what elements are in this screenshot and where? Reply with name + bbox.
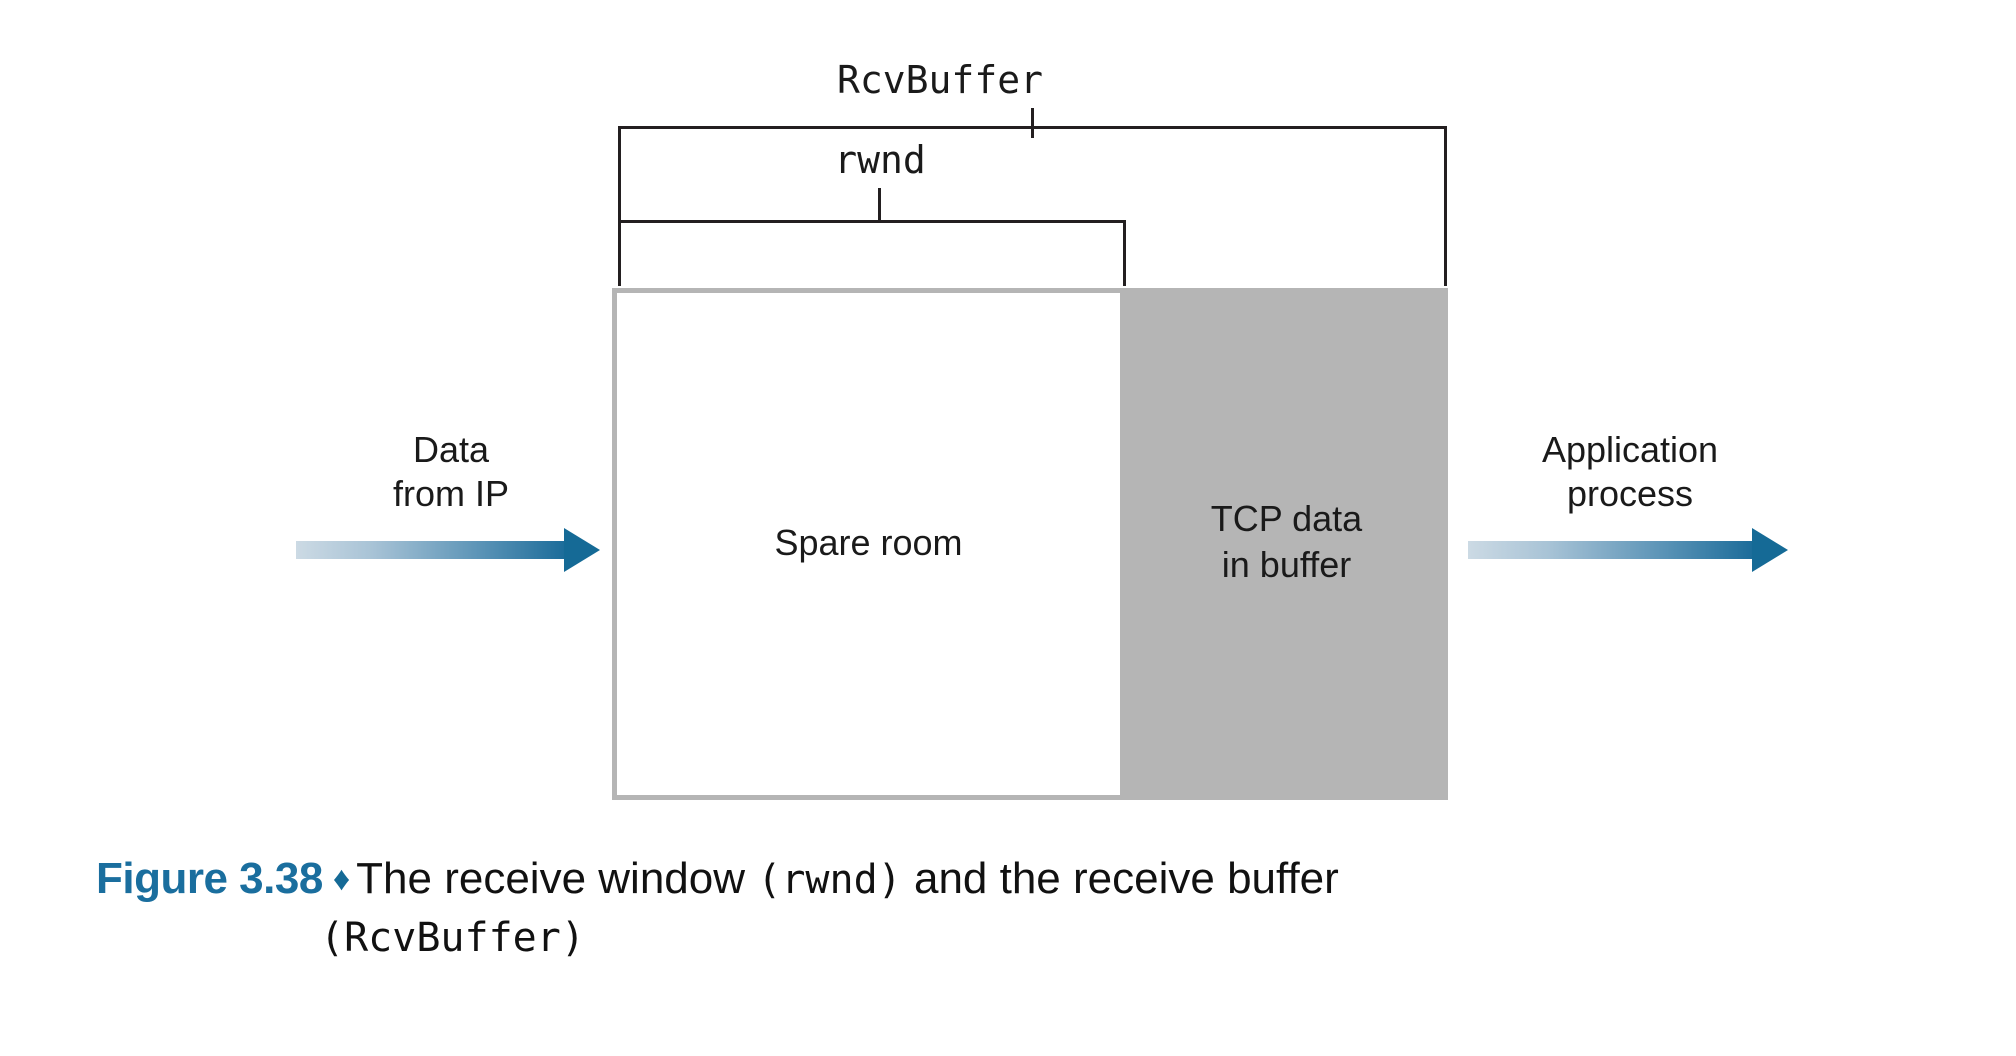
rcvbuffer-label: RcvBuffer — [837, 58, 1043, 102]
caption-text-part1: The receive window — [356, 854, 758, 903]
application-process-arrow — [1468, 528, 1794, 572]
caption-mono-rcvbuffer: (RcvBuffer) — [320, 915, 585, 961]
rwnd-label: rwnd — [834, 138, 926, 182]
data-from-ip-arrow — [296, 528, 606, 572]
caption-text-part2: and the receive buffer — [901, 854, 1339, 903]
application-process-arrow-head — [1752, 528, 1788, 572]
rcvbuffer-bracket-stem — [1031, 108, 1034, 138]
rwnd-bracket-stem — [878, 188, 881, 220]
caption-mono-rwnd: (rwnd) — [757, 857, 902, 903]
caption-diamond-icon: ♦ — [332, 860, 351, 898]
rcvbuffer-bracket — [618, 126, 1447, 286]
tcp-data-label: TCP data in buffer — [1210, 498, 1363, 585]
application-process-arrow-shaft — [1468, 541, 1756, 559]
spare-room-label: Spare room — [774, 522, 963, 563]
receive-buffer-box: Spare room TCP data in buffer — [612, 288, 1448, 800]
spare-room-region — [612, 288, 1125, 800]
rwnd-bracket — [618, 220, 1126, 286]
data-from-ip-label: Data from IP — [392, 429, 509, 514]
data-from-ip-arrow-shaft — [296, 541, 568, 559]
application-process-label: Application process — [1541, 429, 1719, 514]
figure-number: Figure 3.38 — [96, 854, 323, 903]
figure-caption: Figure 3.38♦The receive window (rwnd) an… — [96, 850, 1926, 967]
data-from-ip-arrow-head — [564, 528, 600, 572]
